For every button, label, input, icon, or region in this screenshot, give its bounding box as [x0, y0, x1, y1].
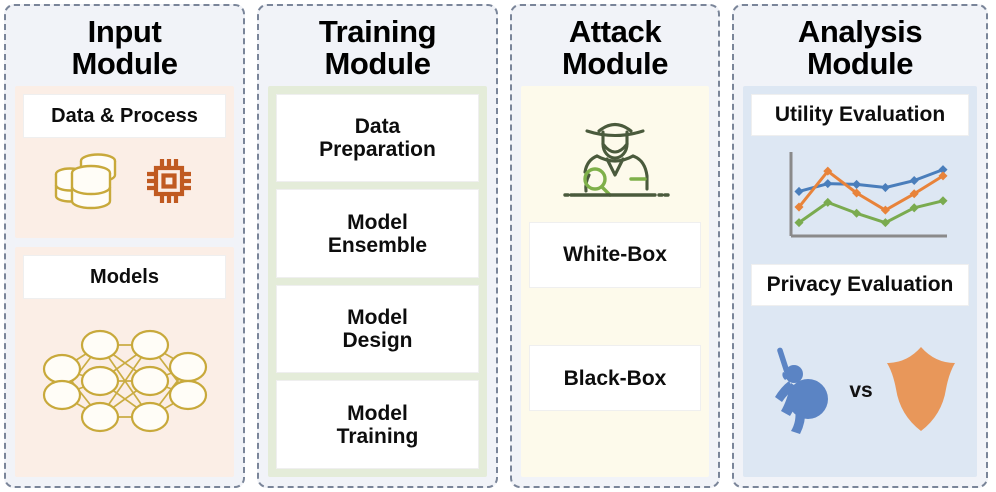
- attack-type-white-box[interactable]: White-Box: [529, 221, 701, 288]
- chart-line-series-green: [797, 199, 945, 225]
- chart-marker: [880, 205, 890, 216]
- chart-marker: [823, 179, 833, 189]
- label-models[interactable]: Models: [23, 254, 226, 299]
- line-chart-icon: [765, 144, 955, 255]
- attacker-figure-icon: [761, 343, 839, 440]
- chart-marker: [794, 187, 804, 197]
- training-step-model-design[interactable]: Model Design: [276, 284, 479, 374]
- section-attack-types: White-Box Black-Box: [521, 85, 709, 477]
- input-sections: Data & Process: [15, 85, 234, 477]
- module-input-title: Input Module: [71, 14, 178, 81]
- database-stack-icon: [53, 148, 127, 219]
- attack-icon-wrap: [529, 94, 701, 222]
- chart-marker: [852, 188, 862, 198]
- models-icons: [23, 299, 226, 469]
- section-analysis: Utility Evaluation Privacy Evaluation: [743, 85, 977, 477]
- chart-marker: [880, 218, 890, 228]
- chart-marker: [938, 196, 948, 206]
- training-step-model-training[interactable]: Model Training: [276, 380, 479, 470]
- section-data-process: Data & Process: [15, 85, 234, 238]
- chart-marker: [909, 176, 919, 186]
- vs-label: vs: [849, 379, 873, 403]
- section-training-steps: Data Preparation Model Ensemble Model De…: [268, 85, 487, 477]
- neural-network-icon: [36, 329, 214, 438]
- cpu-chip-icon: [141, 153, 197, 214]
- module-analysis-title: Analysis Module: [797, 14, 923, 81]
- chart-line-series-blue: [797, 168, 945, 194]
- module-analysis: Analysis Module Utility Evaluation Priva…: [732, 4, 988, 488]
- attack-type-black-box[interactable]: Black-Box: [529, 345, 701, 412]
- training-step-model-ensemble[interactable]: Model Ensemble: [276, 189, 479, 278]
- chart-marker: [852, 209, 862, 219]
- detective-spy-icon: [559, 103, 671, 212]
- privacy-icons: vs: [751, 314, 969, 469]
- attack-spacer-top: [529, 288, 701, 346]
- module-training: Training Module Data Preparation Model E…: [257, 4, 498, 488]
- module-input: Input Module Data & Process: [4, 4, 245, 488]
- module-attack: Attack Module: [510, 4, 720, 488]
- module-training-title: Training Module: [318, 14, 437, 81]
- utility-chart-wrap: [751, 144, 969, 256]
- chart-marker: [880, 183, 890, 193]
- section-models: Models: [15, 246, 234, 477]
- label-data-process[interactable]: Data & Process: [23, 93, 226, 138]
- label-utility-evaluation[interactable]: Utility Evaluation: [751, 93, 969, 136]
- training-step-data-preparation[interactable]: Data Preparation: [276, 93, 479, 183]
- module-attack-title: Attack Module: [561, 14, 669, 81]
- label-privacy-evaluation[interactable]: Privacy Evaluation: [751, 263, 969, 306]
- shield-icon: [883, 343, 959, 440]
- attack-spacer-bottom: [529, 411, 701, 469]
- data-process-icons: [23, 138, 226, 230]
- chart-line-series-orange: [797, 170, 945, 213]
- chart-marker: [852, 180, 862, 190]
